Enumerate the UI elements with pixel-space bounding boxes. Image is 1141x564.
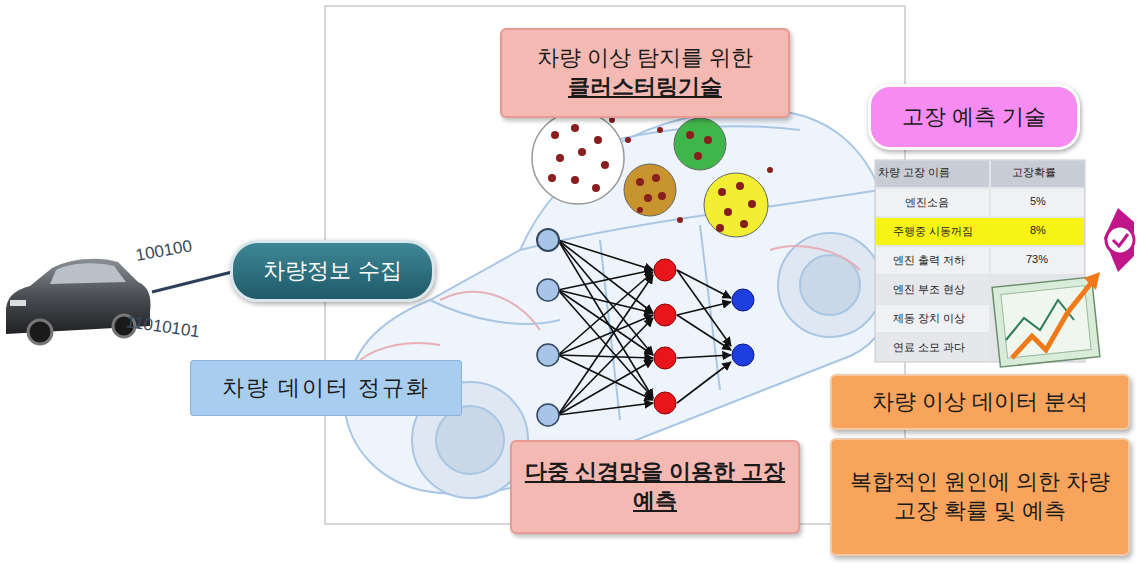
table-cell: 8% xyxy=(1030,224,1046,236)
box-text: 차량 이상 데이터 분석 xyxy=(872,388,1088,417)
box-text: 고장 예측 기술 xyxy=(902,103,1046,132)
binary-text: 11010101 xyxy=(125,312,201,342)
box-text: 복합적인 원인에 의한 차량 고장 확률 및 예측 xyxy=(842,468,1118,525)
binary-text: 100100 xyxy=(134,236,193,266)
process-box: 다중 신경망을 이용한 고장 예측 xyxy=(510,440,800,534)
table-cell: 엔진 출력 저하 xyxy=(893,253,965,268)
box-text: 차량정보 수집 xyxy=(263,257,401,286)
heading-box: 고장 예측 기술 xyxy=(868,84,1080,150)
table-cell: 엔진 부조 현상 xyxy=(893,282,965,297)
cluster-circles xyxy=(532,112,773,237)
box-text: 다중 신경망을 이용한 고장 예측 xyxy=(522,458,788,515)
table-cell: 5% xyxy=(1030,195,1046,207)
process-box: 차량 데이터 정규화 xyxy=(190,360,462,416)
process-box: 차량정보 수집 xyxy=(230,240,435,302)
data-link-line xyxy=(152,272,232,292)
table-cell: 주행중 시동꺼짐 xyxy=(893,224,973,239)
table-cell: 73% xyxy=(1026,253,1048,265)
box-text: 클러스터링기술 xyxy=(568,73,722,102)
chart-icon xyxy=(992,272,1100,367)
box-text: 차량 데이터 정규화 xyxy=(222,374,430,403)
title-box: 차량 이상 탐지를 위한클러스터링기술 xyxy=(500,28,790,118)
network-neurons xyxy=(537,229,754,426)
neural-network xyxy=(558,240,731,415)
table-header: 고장확률 xyxy=(1012,165,1056,180)
table-cell: 연료 소모 과다 xyxy=(893,340,965,355)
table-cell: 엔진소음 xyxy=(905,195,949,210)
alarm-icon xyxy=(1104,208,1134,272)
result-box: 복합적인 원인에 의한 차량 고장 확률 및 예측 xyxy=(830,438,1130,556)
table-cell: 제동 장치 이상 xyxy=(893,311,965,326)
result-box: 차량 이상 데이터 분석 xyxy=(830,374,1130,430)
box-text: 차량 이상 탐지를 위한 xyxy=(537,44,753,73)
table-header: 차량 고장 이름 xyxy=(878,165,950,180)
